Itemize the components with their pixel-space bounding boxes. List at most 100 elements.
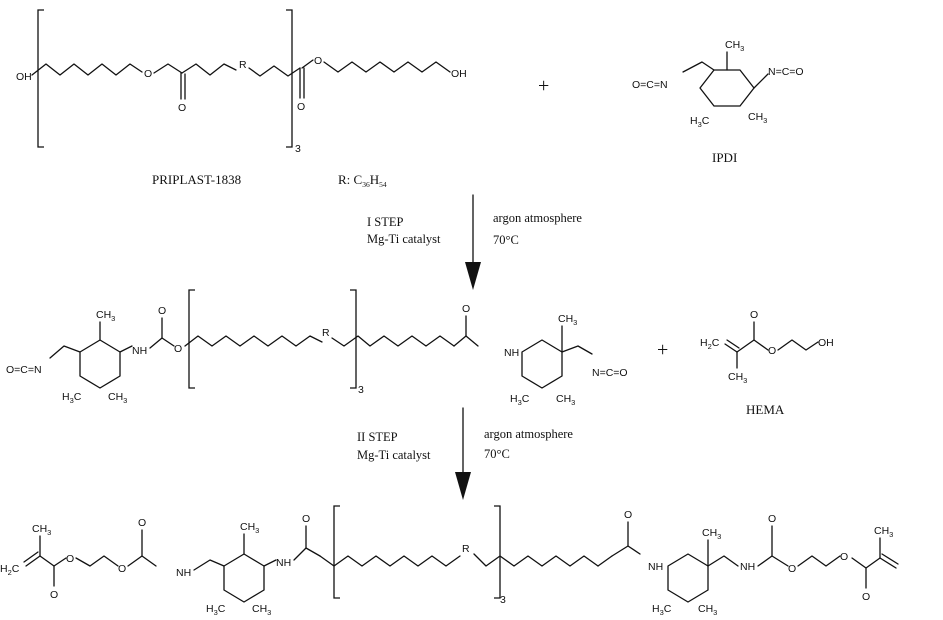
prepolymer-carbamate-right (453, 335, 467, 347)
prepolymer-h3c-right: H3C (510, 393, 530, 407)
prepolymer-repeat: 3 (358, 384, 364, 396)
hema-vinyl-bond (724, 343, 738, 353)
product-vinyl-left-2 (23, 551, 39, 563)
prepolymer-ring-right (521, 339, 563, 389)
prepolymer-carbamate-left (149, 337, 175, 349)
hydroxyl-left: OH (16, 71, 32, 83)
prepolymer-nh-left: NH (132, 345, 147, 357)
step2-catalyst: Mg-Ti catalyst (357, 448, 431, 462)
product-nh-2: NH (276, 557, 291, 569)
product-ch3-right: CH3 (874, 525, 893, 539)
hema-acyl-bond (736, 339, 769, 353)
prepolymer-ch3-left-top: CH3 (96, 309, 115, 323)
product-h3c-ring-left: H3C (206, 603, 226, 617)
product-acyl-right (851, 557, 881, 569)
prepolymer-bracket-left (188, 289, 195, 389)
prepolymer-chain-1 (184, 335, 323, 347)
prepolymer-nco-left: O=C=N (6, 364, 42, 376)
product-vinyl-right (879, 557, 897, 569)
ipdi-structure: O=C=N CH3 N=C=O H3C CH3 (632, 39, 804, 129)
product-ring-left (223, 553, 265, 603)
ipdi-ch3-bottom: CH3 (748, 111, 767, 125)
ipdi-name: IPDI (712, 150, 737, 165)
hema-o-ester: O (768, 345, 776, 357)
product-o-urethane-right: O (788, 563, 796, 575)
product-o-co-right: O (768, 513, 776, 525)
product-ch2-left (193, 559, 225, 571)
isocyanate-right: N=C=O (768, 66, 804, 78)
prepolymer-nh-bond-left (119, 345, 133, 353)
carbonyl-oxygen-1: O (178, 102, 186, 114)
product-h2c-left: H2C (0, 563, 20, 577)
product-h3c-ring-right: H3C (652, 603, 672, 617)
step2-atmosphere: argon atmosphere (484, 427, 573, 441)
product-o-carb-right: O (624, 509, 632, 521)
prepolymer-ring-left (79, 339, 121, 389)
r-def-prefix: R: C (338, 172, 362, 187)
isocyanate-left: O=C=N (632, 79, 668, 91)
prepolymer-ch2-right (561, 345, 593, 355)
step1-atmosphere: argon atmosphere (493, 211, 582, 225)
step2-title: II STEP (357, 430, 398, 444)
r-def-h-letter: H (370, 172, 379, 187)
product-o-ester-right: O (840, 551, 848, 563)
product-o-ester-left: O (66, 553, 74, 565)
hema-o-carbonyl: O (750, 309, 758, 321)
product-structure: H2C CH3 O O O O NH CH3 H3C CH3 NH O 3 R (0, 505, 899, 617)
plus-sign-1: + (538, 75, 549, 97)
repeat-bracket-left (37, 9, 44, 148)
r-definition: R: C36H54 (338, 172, 387, 189)
ipdi-ch2-bond (682, 61, 715, 73)
product-bracket-right (494, 505, 501, 599)
step1-arrowhead (465, 262, 481, 290)
hexyl-chain-left (31, 63, 143, 76)
product-bracket-left (333, 505, 340, 599)
r-def-h-count: 54 (379, 180, 387, 189)
product-ch3-left: CH3 (32, 523, 51, 537)
product-vinyl-right-2 (881, 553, 899, 565)
ester-bond-2 (301, 59, 314, 69)
ester-bond-1 (153, 63, 183, 74)
step2-temperature: 70°C (484, 447, 510, 461)
prepolymer-ch3-right-top: CH3 (558, 313, 577, 327)
hema-ethyl-chain (777, 339, 819, 351)
product-r: R (462, 543, 470, 555)
hexyl-chain-right (323, 61, 451, 73)
prepolymer-nh-right: NH (504, 347, 519, 359)
prepolymer-nh-link-right (465, 335, 479, 347)
hema-h2c: H2C (700, 337, 720, 351)
product-ch3-ring-left: CH3 (240, 521, 259, 535)
product-carbamate-right (597, 555, 613, 567)
priplast-structure: 3 OH O O R O O OH (16, 9, 467, 155)
ester-oxygen-1: O (144, 68, 152, 80)
prepolymer-r: R (322, 327, 330, 339)
ester-oxygen-2: O (314, 55, 322, 67)
product-nh-1: NH (176, 567, 191, 579)
product-nh2-bond (263, 559, 277, 567)
product-ch2-right (707, 555, 739, 567)
product-urethane-right (757, 555, 789, 567)
product-nh-4: NH (740, 561, 755, 573)
plus-sign-2: + (657, 339, 668, 361)
ipdi-h3c: H3C (690, 115, 710, 129)
product-urethane-mid (611, 545, 641, 557)
product-ch3-ring-left-b: CH3 (252, 603, 271, 617)
product-urethane-left (127, 555, 157, 567)
step1-title: I STEP (367, 215, 404, 229)
prepolymer-o-left: O (158, 305, 166, 317)
prepolymer-h3c-left: H3C (62, 391, 82, 405)
ipdi-ring (699, 69, 755, 107)
prepolymer-ch3-left-bottom: CH3 (108, 391, 127, 405)
product-o-carb-left: O (302, 513, 310, 525)
product-ch3-ring-right: CH3 (702, 527, 721, 541)
acid-chain-left (181, 63, 237, 76)
product-vinyl-left (25, 555, 41, 567)
ipdi-ch3-top: CH3 (725, 39, 744, 53)
repeat-count: 3 (295, 143, 301, 155)
prepolymer-bracket-right (350, 289, 357, 389)
step2-arrowhead (455, 472, 471, 500)
hema-oh: OH (818, 337, 834, 349)
step1-catalyst: Mg-Ti catalyst (367, 232, 441, 246)
product-repeat: 3 (500, 594, 506, 606)
